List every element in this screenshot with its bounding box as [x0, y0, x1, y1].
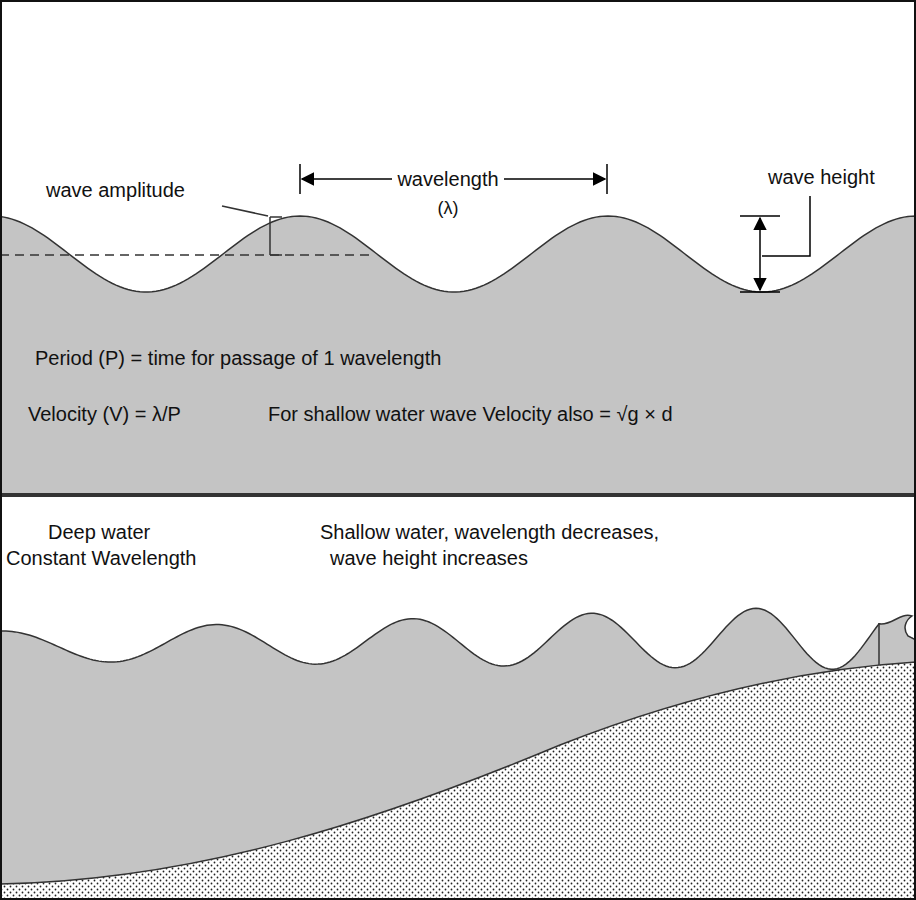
annotation-label: Constant Wavelength — [6, 546, 196, 570]
annotation-label: wave height increases — [330, 546, 528, 570]
wavelength-dimension — [300, 164, 607, 194]
annotation-label: (λ) — [438, 196, 459, 220]
shoaling-wave — [0, 608, 916, 900]
annotation-label: Shallow water, wavelength decreases, — [320, 520, 659, 544]
annotation-label: wavelength — [392, 167, 503, 191]
amplitude-bracket — [222, 206, 282, 255]
still-water-line — [0, 254, 375, 256]
annotation-label: wave amplitude — [46, 178, 185, 202]
wave-height-dimension — [740, 196, 810, 292]
annotation-label: Velocity (V) = λ/P — [28, 402, 181, 426]
annotation-label: For shallow water wave Velocity also = √… — [268, 402, 673, 426]
annotation-label: Period (P) = time for passage of 1 wavel… — [35, 346, 441, 370]
wave-profile — [0, 216, 916, 495]
sea-floor — [0, 662, 916, 900]
annotation-label: Deep water — [48, 520, 150, 544]
annotation-label: wave height — [768, 165, 875, 189]
panel-divider — [0, 493, 916, 497]
